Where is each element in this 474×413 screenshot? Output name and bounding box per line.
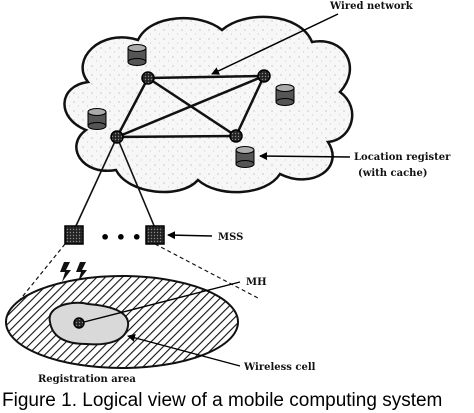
router-node [229,129,243,143]
link-a-b [147,74,265,80]
mh-label: MH [246,277,267,288]
wired-network-label: Wired network [329,1,414,12]
database-icon [127,44,147,66]
wireless-cell-label: Wireless cell [243,362,316,373]
mss-ellipsis: • • • [100,228,142,247]
mss-station-icon [145,225,165,245]
wired-network-cloud [63,15,354,194]
database-icon [87,108,107,130]
location-register-sublabel: (with cache) [358,168,428,179]
wireless-cell [48,301,130,346]
location-register-arrow [259,152,351,161]
figure-caption: Figure 1. Logical view of a mobile compu… [2,390,442,411]
mobile-host-icon [73,317,85,329]
wireless-signal-icon [60,262,87,282]
router-nodes [110,69,271,144]
wired-network-arrow [211,13,339,75]
link-b-d [116,74,265,139]
mss-uplinks [74,136,156,229]
database-icon [235,146,255,168]
router-node [141,71,155,85]
mss-label: MSS [218,232,243,243]
mss-arrow [167,231,213,240]
registration-area-label: Registration area [38,374,136,385]
link-a-d [115,77,150,138]
wireless-cell-arrow [127,333,241,367]
mh-pointer [83,281,241,323]
network-links [115,74,266,139]
location-register-label: Location register [354,152,451,163]
router-node [110,130,124,144]
router-node [257,69,271,83]
link-d-e [116,134,237,139]
link-b-e [234,75,266,137]
mss-station-icon [64,225,84,245]
database-icon [275,84,295,106]
